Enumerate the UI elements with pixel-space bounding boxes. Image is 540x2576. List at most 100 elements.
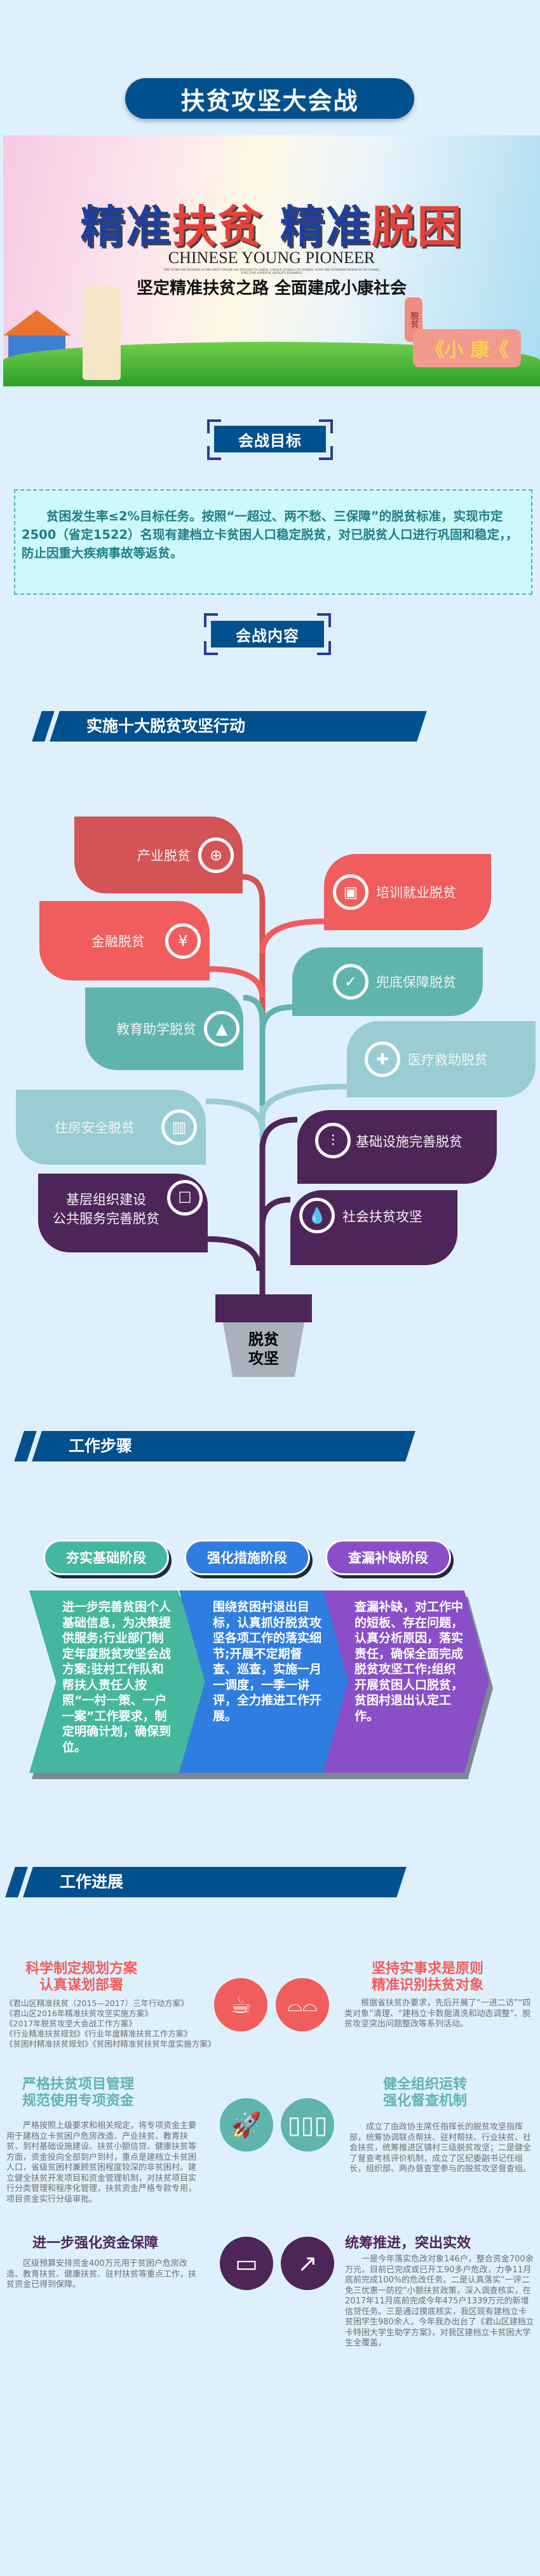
progress-item-title: 进一步强化资金保障: [32, 2235, 158, 2251]
steps-header: 工作步骤: [14, 1431, 415, 1461]
graduation-cap-icon: ▲: [204, 1011, 240, 1047]
action-item-social: 💧 社会扶贫攻坚: [290, 1190, 457, 1265]
action-label: 住房安全脱贫: [55, 1120, 135, 1135]
phase-card-2: 围绕贫困村退出目标，认真抓好脱贫攻坚各项工作的落实细节;开展不定期督查、巡查，实…: [179, 1590, 355, 1779]
tree-stem: [205, 874, 348, 1296]
phase-text: 查漏补缺，对工作中的短板、存在问题，认真分析原因，落实责任，确保全面完成脱贫攻坚…: [354, 1600, 464, 1723]
slogan-part: 脱困: [371, 201, 463, 253]
action-label: 社会扶贫攻坚: [342, 1209, 422, 1224]
medical-kit-icon: ✚: [365, 1041, 400, 1077]
banner-scroll: 《小 康《: [413, 329, 521, 367]
progress-item-title: 严格扶贫项目管理规范使用专项资金: [15, 2077, 142, 2110]
goal-title-frame: 会战目标: [207, 419, 333, 460]
action-item-finance: 金融脱贫 ¥: [39, 901, 210, 980]
slogan-part: 精准: [80, 201, 172, 253]
phase-card-3: 查漏补缺，对工作中的短板、存在问题，认真分析原因，落实责任，确保全面完成脱贫攻坚…: [323, 1590, 493, 1779]
drops-icon: 💧: [299, 1198, 335, 1233]
pot-label: 脱贫攻坚: [223, 1322, 304, 1377]
action-label: 基础设施完善脱贫: [356, 1134, 462, 1149]
phase-text: 进一步完善贫困个人基础信息，为决策提供服务;行业部门制定年度脱贫攻坚会战方案;驻…: [62, 1600, 172, 1754]
slogan-part: 扶贫: [172, 201, 264, 253]
title-line: 严格扶贫项目管理: [22, 2077, 134, 2092]
banner-fine-print: THE WORD DICTIONARY IS THE FIRST ONLINE …: [163, 269, 380, 275]
progress-item-text: 严格按照上级要求和相关规定，将专项资金主要用于建档立卡贫困户危房改造、产业扶贫、…: [6, 2121, 197, 2204]
action-item-training: ▣ 培训就业脱贫: [324, 854, 491, 930]
progress-header-label: 工作进展: [60, 1873, 124, 1891]
actions-header: 实施十大脱贫攻坚行动: [32, 711, 427, 742]
banner-slogan: 精准扶贫 精准脱困: [3, 191, 540, 255]
progress-item-text: 区级预算安排资金400万元用于贫困户危房改造、教育扶贫、健康扶贫、驻村扶贫等重点…: [6, 2259, 197, 2289]
title-line: 健全组织运转: [382, 2077, 467, 2092]
title-line: 精准识别扶贫对象: [371, 1977, 483, 1993]
action-item-housing: 住房安全脱贫 ▥: [16, 1090, 206, 1165]
plan-doc: 《行业精准扶贫规划》《行业年度精准扶贫工作方案》: [5, 2029, 192, 2038]
action-label-line1: 基层组织建设: [66, 1192, 146, 1207]
pot-label-line2: 攻坚: [248, 1350, 279, 1367]
coin-icon: ¥: [165, 923, 201, 959]
banner-english: CHINESE YOUNG PIONEER: [168, 248, 375, 267]
farmer-illustration: [83, 285, 121, 380]
action-item-industry: 产业脱贫 ⊕: [74, 817, 243, 893]
title-line: 强化督查机制: [382, 2093, 467, 2109]
action-label: 产业脱贫: [137, 848, 191, 864]
action-label: 培训就业脱贫: [376, 885, 456, 900]
progress-item-text: 成立了由政协主席任指挥长的脱贫攻坚指挥部，统筹协调联点帮扶、驻村帮扶、行业扶贫、…: [349, 2122, 532, 2174]
action-label: 医疗救助脱贫: [408, 1052, 488, 1068]
banner-subtitle: 坚定精准扶贫之路 全面建成小康社会: [136, 279, 407, 298]
goal-text: 贫困发生率≤2%目标任务。按照“一超过、两不愁、三保障”的脱贫标准，实现市定25…: [14, 489, 532, 595]
plan-doc: 《贫困村精准扶贫规划》《贫困村精准贫扶贫年度实施方案》: [5, 2039, 216, 2049]
action-label-line2: 公共服务完善脱贫: [53, 1211, 159, 1226]
phase-pill-1: 夯实基础阶段: [43, 1540, 169, 1575]
progress-item-title: 健全组织运转强化督查机制: [361, 2077, 489, 2110]
page-title: 扶贫攻坚大会战: [125, 78, 414, 119]
title-line: 认真谋划部署: [39, 1977, 123, 1993]
pot-rim: [215, 1294, 312, 1322]
glasses-icon: ⌓⌓: [276, 1978, 329, 2031]
plan-doc: 《君山区精准扶贫（2015—2017）三年行动方案》: [5, 1998, 189, 2008]
action-item-education: 教育助学脱贫 ▲: [85, 987, 243, 1070]
action-label: 兜底保障脱贫: [376, 975, 456, 990]
training-icon: ▣: [333, 874, 368, 910]
progress-item-list: 《君山区精准扶贫（2015—2017）三年行动方案》 《君山区2016年精准扶贫…: [5, 1998, 234, 2049]
pot-label-line1: 脱贫: [248, 1331, 279, 1348]
building-icon: ▥: [161, 1109, 197, 1145]
progress-item-title: 科学制定规划方案认真谋划部署: [18, 1961, 145, 1994]
title-line: 规范使用专项资金: [22, 2093, 134, 2109]
hand-box-icon: ☐: [167, 1180, 203, 1216]
phase-card-1: 进一步完善贫困个人基础信息，为决策提供服务;行业部门制定年度脱贫攻坚会战方案;驻…: [29, 1590, 212, 1779]
plan-doc: 《2017年脱贫攻坚大会战工作方案》: [5, 2019, 137, 2028]
content-title-frame: 会战内容: [204, 613, 331, 655]
line-chart-icon: ↗: [281, 2237, 334, 2290]
progress-item-text: 根据省扶贫办要求，先后开展了“一进二访”“四类对象”清理、“建档立卡数据清洗和动…: [344, 1998, 531, 2029]
sliders-icon: ⫶: [315, 1123, 351, 1158]
action-label: 教育助学脱贫: [116, 1022, 196, 1037]
shield-icon: ✓: [333, 964, 368, 1000]
title-line: 科学制定规划方案: [25, 1961, 137, 1977]
globe-icon: ⊕: [198, 837, 234, 873]
goal-title: 会战目标: [214, 426, 326, 452]
slogan-part: 精准: [280, 201, 372, 253]
actions-header-label: 实施十大脱贫攻坚行动: [86, 717, 246, 735]
binders-icon: ▯▯▯: [281, 2098, 334, 2152]
steps-header-label: 工作步骤: [69, 1437, 133, 1455]
computer-icon: ▭: [220, 2237, 273, 2290]
action-item-medical: ✚ 医疗救助脱贫: [347, 1021, 536, 1097]
phase-pill-3: 查漏补缺阶段: [325, 1540, 451, 1575]
phase-pill-2: 强化措施阶段: [184, 1540, 310, 1575]
progress-item-title: 坚持实事求是原则精准识别扶贫对象: [364, 1961, 491, 1994]
phase-text: 围绕贫困村退出目标，认真抓好脱贫攻坚各项工作的落实细节;开展不定期督查、巡查，实…: [213, 1600, 322, 1723]
coffee-cup-icon: ☕: [214, 1978, 267, 2031]
progress-item-text: 一是今年落实危改对象146户，整合资金700余万元，目前已完成或已开工90多户危…: [345, 2254, 534, 2348]
title-line: 坚持实事求是原则: [371, 1961, 483, 1977]
action-label: 金融脱贫: [91, 933, 145, 949]
plan-doc: 《君山区2016年精准扶贫攻坚实施方案》: [5, 2009, 152, 2018]
progress-item-title: 统筹推进，突出实效: [345, 2235, 471, 2251]
action-item-infrastructure: ⫶ 基础设施完善脱贫: [297, 1110, 497, 1184]
content-title: 会战内容: [211, 621, 324, 647]
action-item-welfare: ✓ 兜底保障脱贫: [292, 947, 483, 1016]
rocket-icon: 🚀: [220, 2098, 273, 2152]
action-item-grassroots: 基层组织建设公共服务完善脱贫 ☐: [38, 1174, 208, 1252]
hero-banner: 精准扶贫 精准脱困 CHINESE YOUNG PIONEER THE WORD…: [3, 135, 540, 386]
progress-header: 工作进展: [5, 1867, 407, 1897]
action-label: 基层组织建设公共服务完善脱贫: [53, 1190, 159, 1228]
